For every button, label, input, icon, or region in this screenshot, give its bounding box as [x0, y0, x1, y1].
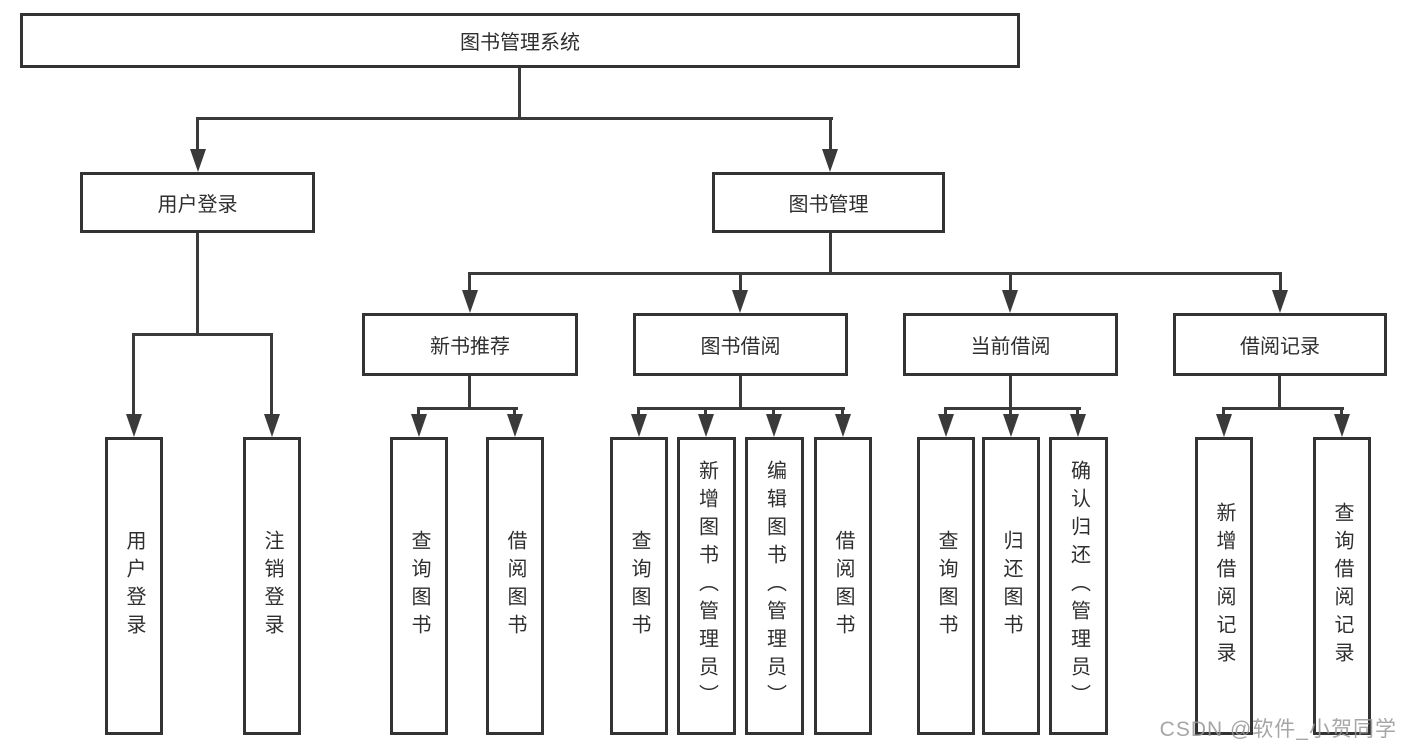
arrowhead-icon [1216, 414, 1232, 437]
connector-book-management-hbar [468, 272, 1282, 275]
connector-drop-user-login [196, 117, 199, 152]
node-label: 当前借阅 [970, 336, 1051, 358]
connector-new-book-stem [468, 376, 471, 409]
connector-book-borrowing-hbar [637, 407, 845, 410]
node-library-management-system: 图书管理系统 [20, 13, 1020, 68]
connector-user-login-hbar [132, 333, 273, 336]
leaf-label: 注销登录 [261, 530, 283, 642]
leaf-return-books: 归还图书 [982, 437, 1040, 735]
leaf-query-books-recommend: 查询图书 [390, 437, 448, 735]
leaf-label: 查询图书 [408, 530, 430, 642]
connector-drop-book-borrowing [739, 272, 742, 292]
node-label: 借阅记录 [1240, 336, 1320, 358]
connector-drop [637, 407, 640, 416]
node-label: 新书推荐 [430, 336, 510, 358]
arrowhead-icon [1070, 414, 1086, 437]
arrowhead-icon [938, 414, 954, 437]
connector-drop [704, 407, 707, 416]
connector-drop [1222, 407, 1225, 416]
node-user-login: 用户登录 [80, 172, 315, 233]
arrowhead-icon [822, 149, 838, 172]
arrowhead-icon [126, 414, 142, 437]
arrowhead-icon [1272, 290, 1288, 313]
leaf-borrow-books: 借阅图书 [814, 437, 872, 735]
connector-book-management-stem [829, 233, 832, 274]
leaf-label: 借阅图书 [832, 530, 854, 642]
leaf-query-borrow-record: 查询借阅记录 [1313, 437, 1371, 735]
node-label: 图书借阅 [700, 336, 781, 358]
connector-current-borrowing-stem [1009, 376, 1012, 409]
connector-borrow-records-hbar [1222, 407, 1344, 410]
connector-borrow-records-stem [1278, 376, 1281, 409]
connector-drop [1340, 407, 1343, 416]
node-label: 用户登录 [157, 194, 238, 216]
leaf-label: 归还图书 [1000, 530, 1022, 642]
connector-drop-book-management [829, 117, 832, 152]
connector-drop [417, 407, 420, 416]
csdn-watermark: CSDN @软件_小贺同学 [1159, 718, 1397, 741]
arrowhead-icon [698, 414, 714, 437]
connector-drop-borrow-records [1279, 272, 1282, 292]
leaf-label: 用户登录 [123, 530, 145, 642]
leaf-label: 新增借阅记录 [1213, 502, 1235, 670]
leaf-label: 借阅图书 [504, 530, 526, 642]
leaf-add-borrow-record: 新增借阅记录 [1195, 437, 1253, 735]
arrowhead-icon [411, 414, 427, 437]
arrowhead-icon [631, 414, 647, 437]
node-label: 图书管理系统 [460, 32, 580, 54]
leaf-label: 确认归还（管理员） [1067, 460, 1090, 712]
connector-drop [513, 407, 516, 416]
arrowhead-icon [1334, 414, 1350, 437]
leaf-edit-books-admin: 编辑图书（管理员） [745, 437, 804, 735]
arrowhead-icon [507, 414, 523, 437]
connector-new-book-hbar [417, 407, 518, 410]
connector-root-hbar [196, 117, 833, 120]
connector-drop-leaf-logout [270, 333, 273, 416]
arrowhead-icon [462, 290, 478, 313]
leaf-user-login: 用户登录 [105, 437, 163, 735]
leaf-label: 查询借阅记录 [1331, 502, 1353, 670]
connector-drop-new-book [468, 272, 471, 292]
connector-root-stem [518, 68, 521, 119]
node-book-borrowing: 图书借阅 [633, 313, 848, 376]
connector-drop [841, 407, 844, 416]
arrowhead-icon [1002, 290, 1018, 313]
node-current-borrowing: 当前借阅 [903, 313, 1118, 376]
leaf-logout: 注销登录 [243, 437, 301, 735]
node-label: 图书管理 [788, 194, 869, 216]
connector-drop [772, 407, 775, 416]
leaf-label: 编辑图书（管理员） [763, 460, 786, 712]
leaf-query-books-borrowing: 查询图书 [610, 437, 668, 735]
leaf-add-books-admin: 新增图书（管理员） [677, 437, 736, 735]
connector-drop [1009, 407, 1012, 416]
arrowhead-icon [835, 414, 851, 437]
leaf-confirm-return-admin: 确认归还（管理员） [1049, 437, 1108, 735]
connector-book-borrowing-stem [739, 376, 742, 409]
arrowhead-icon [190, 149, 206, 172]
leaf-query-books-current: 查询图书 [917, 437, 975, 735]
arrowhead-icon [1003, 414, 1019, 437]
leaf-borrow-books-recommend: 借阅图书 [486, 437, 544, 735]
node-book-management: 图书管理 [712, 172, 945, 233]
arrowhead-icon [732, 290, 748, 313]
leaf-label: 新增图书（管理员） [695, 460, 718, 712]
connector-user-login-stem [196, 233, 199, 335]
arrowhead-icon [766, 414, 782, 437]
connector-drop-current-borrowing [1009, 272, 1012, 292]
node-new-book-recommendation: 新书推荐 [362, 313, 578, 376]
leaf-label: 查询图书 [628, 530, 650, 642]
connector-drop [1076, 407, 1079, 416]
leaf-label: 查询图书 [935, 530, 957, 642]
connector-drop [944, 407, 947, 416]
arrowhead-icon [264, 414, 280, 437]
connector-drop-leaf-user-login [132, 333, 135, 416]
node-borrow-records: 借阅记录 [1173, 313, 1387, 376]
connector-current-borrowing-hbar [944, 407, 1081, 410]
